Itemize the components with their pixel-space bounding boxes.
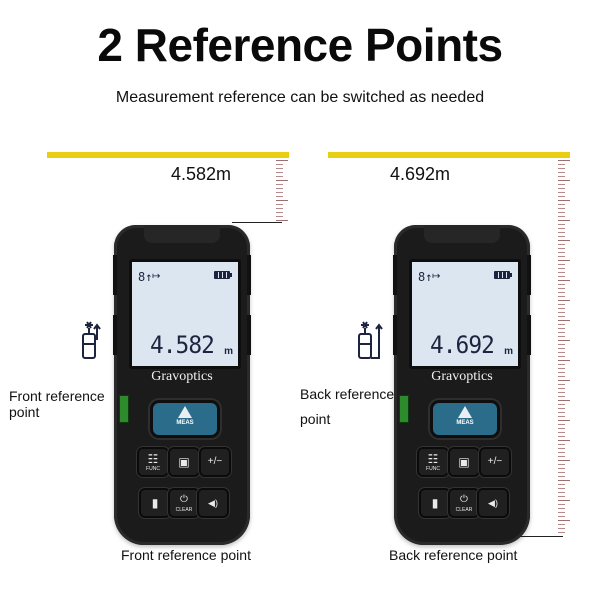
reference-mode-icon: 8↑ — [418, 270, 433, 284]
lcd-unit: m — [224, 346, 233, 357]
power-clear-button[interactable]: ⏻ CLEAR — [448, 488, 480, 518]
brand-logo: Gravoptics — [431, 369, 493, 384]
back-reference-icon — [358, 321, 383, 359]
measuring-ruler — [558, 160, 572, 536]
measuring-ruler — [276, 160, 290, 222]
speaker-icon: ◀) — [488, 498, 498, 508]
front-side-label: Front reference point — [9, 388, 105, 420]
grid-icon: ☷ — [427, 452, 439, 466]
back-bottom-label: Back reference point — [389, 547, 518, 563]
meas-button[interactable]: MEAS — [150, 400, 220, 438]
save-button[interactable]: ▣ — [448, 447, 480, 477]
func-button[interactable]: ☷ FUNC — [417, 447, 449, 477]
battery-icon — [494, 271, 512, 279]
bubble-level — [399, 395, 409, 423]
lcd-screen: 8↑ ↦ 4.582 m — [129, 259, 241, 369]
reference-device-icon: ▮ — [431, 496, 439, 510]
distance-mode-icon: ↦ — [432, 271, 441, 282]
lcd-reading: 4.582 — [150, 331, 215, 359]
reference-device-icon: ▮ — [151, 496, 159, 510]
save-button[interactable]: ▣ — [168, 447, 200, 477]
laser-distance-meter: 8↑ ↦ 4.582 m Gravoptics MEAS ☷ FUNC ▣ +/… — [113, 225, 251, 545]
plus-minus-icon: +/− — [207, 456, 223, 467]
reference-leader-line — [232, 222, 282, 223]
power-clear-button[interactable]: ⏻ CLEAR — [168, 488, 200, 518]
target-surface-bar — [328, 152, 570, 158]
back-side-label: Back reference point — [300, 386, 395, 427]
plus-minus-button[interactable]: +/− — [199, 447, 231, 477]
reference-switch-button[interactable]: ▮ — [419, 488, 451, 518]
distance-mode-icon: ↦ — [152, 271, 161, 282]
volume-button[interactable]: ◀) — [477, 488, 509, 518]
laser-warning-icon — [458, 406, 472, 418]
page-subtitle: Measurement reference can be switched as… — [115, 89, 485, 106]
distance-reading: 4.692m — [390, 164, 451, 184]
distance-reading: 4.582m — [171, 164, 232, 184]
reference-switch-button[interactable]: ▮ — [139, 488, 171, 518]
lcd-reading: 4.692 — [430, 331, 495, 359]
reference-mode-icon: 8↑ — [138, 270, 153, 284]
battery-icon — [214, 271, 232, 279]
lcd-unit: m — [504, 346, 513, 357]
page-title: 2 Reference Points — [97, 19, 503, 71]
meas-button[interactable]: MEAS — [430, 400, 500, 438]
laser-distance-meter: 8↑ ↦ 4.692 m Gravoptics MEAS ☷ FUNC ▣ +/… — [393, 225, 531, 545]
save-icon: ▣ — [458, 455, 470, 469]
power-icon: ⏻ — [460, 494, 468, 505]
volume-button[interactable]: ◀) — [197, 488, 229, 518]
speaker-icon: ◀) — [208, 498, 218, 508]
laser-warning-icon — [178, 406, 192, 418]
brand-logo: Gravoptics — [151, 369, 213, 384]
bubble-level — [119, 395, 129, 423]
target-surface-bar — [47, 152, 289, 158]
plus-minus-icon: +/− — [487, 456, 503, 467]
reference-leader-line — [505, 536, 563, 537]
grid-icon: ☷ — [147, 452, 159, 466]
front-bottom-label: Front reference point — [121, 547, 251, 563]
func-button[interactable]: ☷ FUNC — [137, 447, 169, 477]
power-icon: ⏻ — [180, 494, 188, 505]
lcd-screen: 8↑ ↦ 4.692 m — [409, 259, 521, 369]
plus-minus-button[interactable]: +/− — [479, 447, 511, 477]
front-reference-icon — [82, 321, 101, 359]
save-icon: ▣ — [178, 455, 190, 469]
